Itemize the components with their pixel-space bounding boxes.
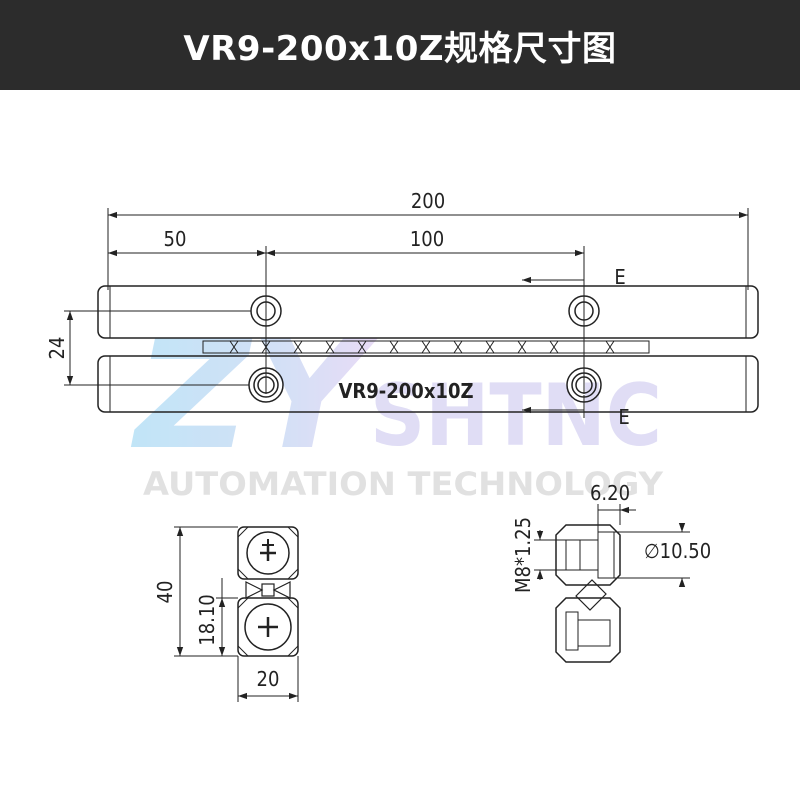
end-roller: [245, 581, 291, 599]
end-block-upper: [237, 526, 299, 580]
section-view: [534, 504, 690, 663]
technical-drawing: ZY SHTNC AUTOMATION TECHNOLOGY: [45, 189, 759, 702]
dim-6-20-label: 6.20: [590, 481, 630, 505]
dim-50-label: 50: [164, 227, 187, 251]
front-view: [64, 208, 759, 418]
section-roller: [575, 579, 607, 611]
roller-marks: [229, 340, 615, 354]
dim-200-label: 200: [411, 189, 445, 213]
dim-20-label: 20: [257, 667, 280, 691]
end-block-lower: [237, 597, 299, 657]
dim-24-label: 24: [45, 337, 69, 360]
end-view: [174, 526, 299, 702]
hole-lower-2: [566, 367, 602, 403]
screw-upper: [246, 531, 290, 575]
section-block-lower: [555, 597, 621, 663]
page-title: VR9-200x10Z规格尺寸图: [183, 28, 617, 69]
dim-100-label: 100: [410, 227, 444, 251]
title-banner: VR9-200x10Z规格尺寸图: [0, 0, 800, 90]
hole-upper-2: [568, 295, 600, 327]
dim-10-50-label: ∅10.50: [644, 539, 711, 563]
lower-rail: [97, 355, 759, 413]
dim-40-label: 40: [153, 581, 177, 604]
roller-cage: [202, 340, 650, 354]
dim-18-10-label: 18.10: [195, 594, 219, 646]
section-mark-bottom: E: [618, 405, 629, 429]
section-block-upper: [555, 524, 621, 586]
upper-rail: [97, 285, 759, 339]
watermark-tagline: AUTOMATION TECHNOLOGY: [143, 465, 664, 503]
rail-marking: VR9-200x10Z: [338, 379, 473, 403]
section-mark-top: E: [614, 265, 625, 289]
screw-lower: [244, 603, 292, 651]
watermark-brand: SHTNC: [370, 366, 662, 466]
dim-m8-label: M8*1.25: [511, 517, 535, 593]
